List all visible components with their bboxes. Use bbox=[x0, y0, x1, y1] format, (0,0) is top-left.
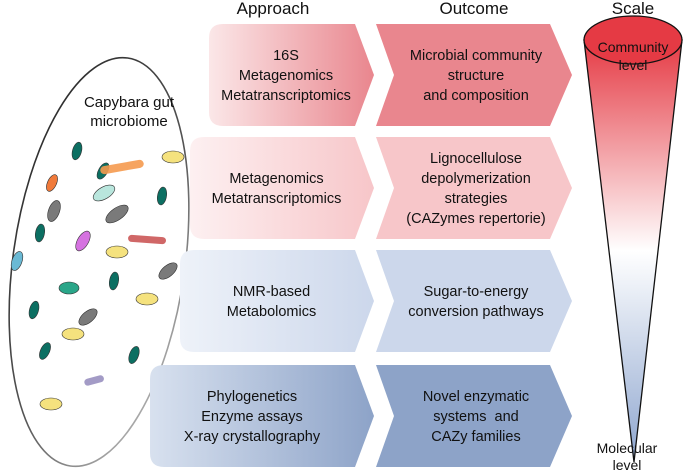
approach-text-line: Metagenomics bbox=[239, 68, 333, 84]
outcome-chevron bbox=[376, 365, 572, 467]
rod-bacterium bbox=[39, 342, 51, 360]
outcome-text-line: Novel enzymatic bbox=[423, 389, 529, 405]
approach-text-line: Enzyme assays bbox=[201, 409, 303, 425]
scale-cone-body bbox=[583, 39, 683, 463]
blurred-rod-bacterium bbox=[84, 375, 104, 386]
rod-bacterium bbox=[35, 223, 45, 243]
molecular-level-line1: Molecular bbox=[597, 440, 658, 456]
approach-text-line: Metagenomics bbox=[229, 171, 323, 187]
community-level-line2: level bbox=[619, 57, 648, 73]
blurred-rod-bacterium bbox=[128, 234, 166, 245]
outcome-text-line: Microbial community bbox=[410, 48, 543, 64]
coccus-bacterium bbox=[58, 281, 80, 295]
outcome-text-line: Sugar-to-energy bbox=[424, 284, 530, 300]
approach-text-line: NMR-based bbox=[233, 284, 310, 300]
rod-bacterium bbox=[157, 186, 167, 206]
outcome-chevron bbox=[376, 24, 572, 126]
rod-bacterium bbox=[10, 251, 24, 271]
scale-cone-top bbox=[583, 15, 683, 65]
outcome-text-line: strategies bbox=[445, 191, 508, 207]
outcome-text-line: and composition bbox=[423, 88, 529, 104]
rod-bacterium bbox=[78, 308, 98, 326]
approach-arrow bbox=[190, 137, 374, 239]
approach-text-line: X-ray crystallography bbox=[184, 429, 321, 445]
outcome-header: Outcome bbox=[440, 0, 509, 18]
rod-bacterium bbox=[92, 184, 116, 202]
approach-text-line: Metatranscriptomics bbox=[221, 88, 351, 104]
approach-arrow bbox=[180, 250, 374, 352]
scale-header: Scale bbox=[612, 0, 655, 18]
outcome-text-line: depolymerization bbox=[421, 171, 531, 187]
outcome-text-line: Lignocellulose bbox=[430, 151, 522, 167]
outcome-chevron bbox=[376, 250, 572, 352]
community-level-line1: Community bbox=[598, 39, 669, 55]
coccus-bacterium bbox=[135, 292, 159, 306]
rod-bacterium bbox=[71, 141, 83, 161]
approach-text-line: Phylogenetics bbox=[207, 389, 297, 405]
rod-bacterium bbox=[47, 200, 61, 222]
rod-bacterium bbox=[158, 262, 178, 280]
coccus-bacterium bbox=[161, 150, 185, 164]
molecular-level-line2: level bbox=[613, 457, 642, 473]
gut-microbiome-panel: Capybara gut microbiome bbox=[8, 56, 190, 468]
outcome-text-line: conversion pathways bbox=[408, 304, 543, 320]
outcome-text-line: structure bbox=[448, 68, 504, 84]
coccus-bacterium bbox=[105, 245, 129, 259]
scale-cone: Community level Molecular level bbox=[583, 15, 683, 473]
workflow-rows: 16SMetagenomicsMetatranscriptomicsMicrob… bbox=[150, 24, 572, 467]
approach-arrow bbox=[209, 24, 374, 126]
rod-bacterium bbox=[128, 346, 140, 364]
rod-bacterium bbox=[109, 271, 119, 291]
outcome-text-line: (CAZymes repertorie) bbox=[406, 211, 545, 227]
rod-bacterium bbox=[105, 204, 129, 224]
coccus-bacterium bbox=[61, 327, 85, 341]
approach-header: Approach bbox=[237, 0, 310, 18]
rod-bacterium bbox=[28, 300, 40, 320]
outcome-text-line: CAZy families bbox=[431, 429, 520, 445]
approach-arrow bbox=[150, 365, 374, 467]
rod-bacterium bbox=[46, 174, 58, 192]
outcome-chevron bbox=[376, 137, 572, 239]
gut-label-line1: Capybara gut bbox=[84, 94, 175, 111]
coccus-bacterium bbox=[39, 397, 63, 411]
approach-text-line: 16S bbox=[273, 48, 299, 64]
blurred-rod-bacterium bbox=[100, 159, 144, 175]
approach-text-line: Metabolomics bbox=[227, 304, 316, 320]
approach-text-line: Metatranscriptomics bbox=[212, 191, 342, 207]
gut-label-line2: microbiome bbox=[90, 113, 168, 130]
rod-bacterium bbox=[75, 230, 91, 252]
outcome-text-line: systems and bbox=[433, 409, 518, 425]
